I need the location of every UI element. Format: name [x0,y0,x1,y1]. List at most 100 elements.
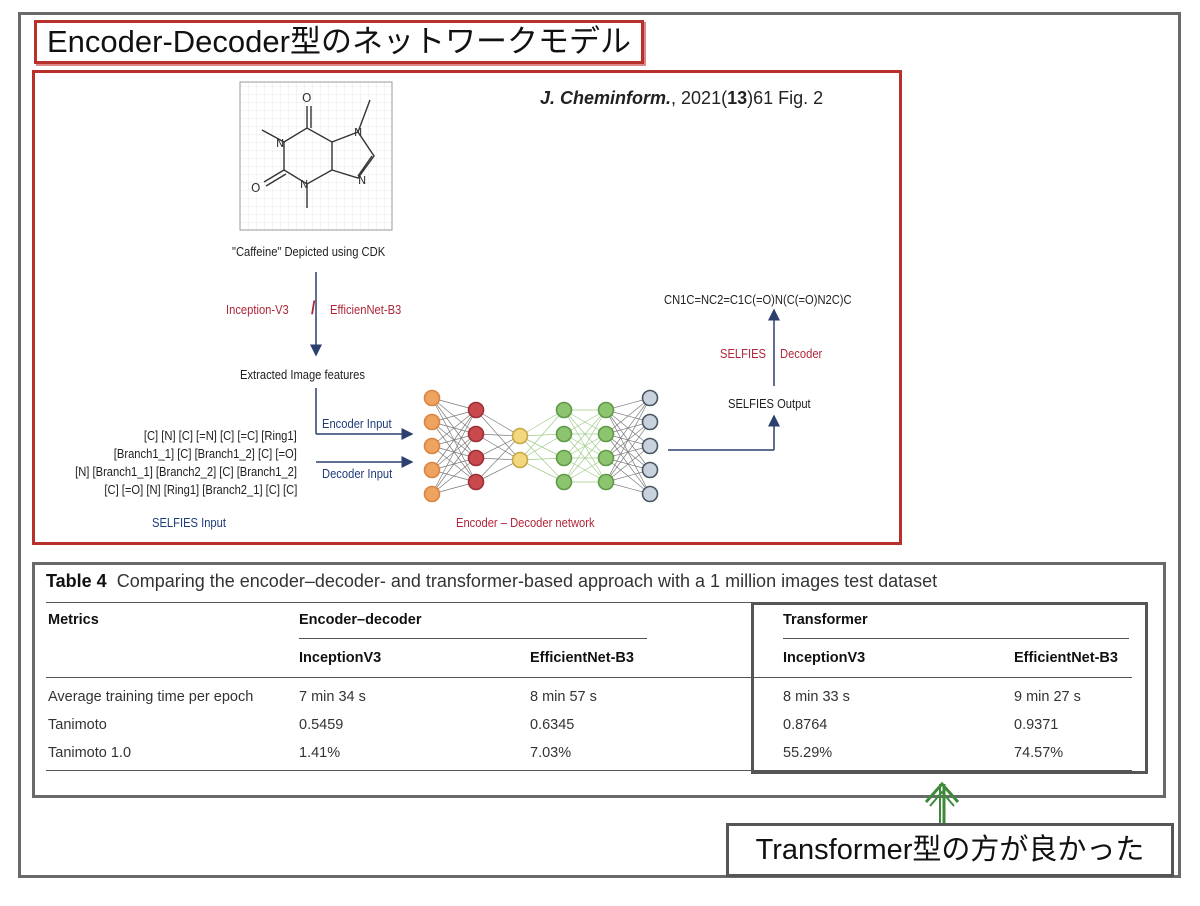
table-frame [32,562,1166,798]
atom-n9: N [358,174,366,187]
extracted-features-label: Extracted Image features [240,367,365,382]
slide-frame [18,12,1181,878]
citation-volume: 13 [727,88,748,108]
network-node [597,473,615,491]
figure-frame [32,70,902,545]
cnn-separator: / [311,298,316,318]
table-caption: Table 4 Comparing the encoder–decoder- a… [46,571,937,592]
sub-header-tf-inception: InceptionV3 [783,650,866,666]
table-bottom-rule [46,770,1132,771]
encoder-decoder-diagram: O O N N N N [239,81,780,503]
network-edge [605,397,651,435]
table-cell: 9 min 27 s [1014,689,1081,705]
selfies-decoder-word: SELFIES [720,346,766,361]
network-edge [605,397,651,483]
metrics-header: Metrics [48,612,99,628]
network-edge [563,409,607,483]
decoder-input-label: Decoder Input [322,466,393,481]
table-row-metric: Tanimoto 1.0 [48,745,132,761]
network-node [555,401,573,419]
decoder-word: Decoder [780,346,823,361]
cnn-efficientnet-label: EfficienNet-B3 [330,302,402,317]
network-node [555,449,573,467]
network-edge [605,421,651,483]
table-cell: 1.41% [299,745,341,761]
network-node [641,461,659,479]
network-node [467,449,485,467]
slide-title: Encoder-Decoder型のネットワークモデル [34,20,644,64]
network-node [641,413,659,431]
table-row-metric: Average training time per epoch [48,689,254,705]
table-cell: 7.03% [530,745,572,761]
up-arrow-icon [924,781,960,824]
sub-header-enc-efficientnet: EfficientNet-B3 [530,650,634,666]
molecule-caption: "Caffeine" Depicted using CDK [232,244,386,259]
transformer-highlight-box [751,602,1148,774]
table-cell: 0.8764 [783,717,828,733]
selfies-output-label: SELFIES Output [728,396,811,411]
caffeine-structure [261,99,375,208]
network-node [555,425,573,443]
table-cell: 55.29% [783,745,833,761]
network-edge [431,409,477,447]
encoder-input-label: Encoder Input [322,416,392,431]
network-edges [431,397,651,495]
table-cell: 0.5459 [299,717,344,733]
atom-n1: N [276,137,284,150]
table-cell: 8 min 33 s [783,689,850,705]
network-edge [431,457,477,495]
network-node [423,389,441,407]
network-edge [519,409,565,437]
network-edge [431,409,477,471]
selfies-line-3: [N] [Branch1_1] [Branch2_2] [C] [Branch1… [75,464,297,479]
sub-header-tf-efficientnet: EfficientNet-B3 [1014,650,1118,666]
figure-citation: J. Cheminform., 2021(13)61 Fig. 2 [540,88,823,109]
table-caption-bold: Table 4 [46,571,107,591]
network-node [423,461,441,479]
network-node [597,425,615,443]
table-top-rule [46,602,1132,603]
citation-rest: )61 Fig. 2 [747,88,824,108]
selfies-line-4: [C] [=O] [N] [Ring1] [Branch2_1] [C] [C] [104,482,297,497]
atom-o-left: O [251,181,260,195]
selfies-input-label: SELFIES Input [152,515,226,530]
table-cell: 0.9371 [1014,717,1059,733]
atom-n7: N [354,126,362,139]
encoder-group-rule [299,638,647,639]
group-encoder-header: Encoder–decoder [299,612,422,628]
network-nodes [423,389,659,503]
cnn-inception-label: Inception-V3 [226,302,289,317]
network-node [641,485,659,503]
network-node [423,485,441,503]
network-node [511,427,529,445]
network-edge [519,409,565,461]
atom-n3: N [300,178,308,191]
network-node [555,473,573,491]
network-edge [519,433,565,461]
table-cell: 74.57% [1014,745,1064,761]
network-edge [605,445,651,483]
smiles-output: CN1C=NC2=C1C(=O)N(C(=O)N2C)C [664,292,852,307]
group-transformer-header: Transformer [783,612,868,628]
molecule-card [239,81,393,231]
network-label: Encoder – Decoder network [456,515,595,530]
network-node [467,401,485,419]
network-node [511,451,529,469]
selfies-line-1: [C] [N] [C] [=N] [C] [=C] [Ring1] [144,428,297,443]
atom-o-top: O [302,91,311,105]
table-cell: 7 min 34 s [299,689,366,705]
network-node [423,437,441,455]
table-row-metric: Tanimoto [48,717,107,733]
table-header-rule [46,677,1132,678]
network-node [467,425,485,443]
network-node [597,401,615,419]
network-node [597,449,615,467]
network-node [641,389,659,407]
network-node [641,437,659,455]
network-edge [605,397,651,459]
citation-year: , 2021( [671,88,728,108]
network-edge [431,409,477,495]
transformer-group-rule [783,638,1129,639]
network-edge [475,435,521,483]
network-edge [475,409,521,437]
